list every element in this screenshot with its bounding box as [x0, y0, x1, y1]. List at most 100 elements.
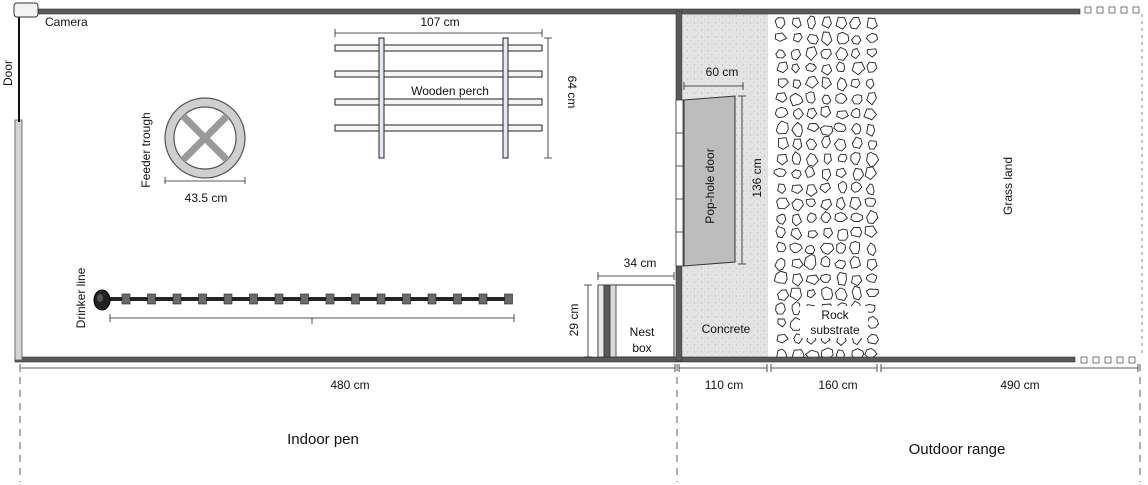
drinker-nipple — [402, 293, 411, 305]
drinker-dimension-line — [109, 314, 515, 324]
rock-stone — [792, 107, 804, 120]
rock-stone — [774, 17, 786, 30]
grass-dimension-line — [880, 364, 1139, 372]
concrete-dimension-line — [678, 364, 768, 372]
nest-depth-line — [584, 284, 592, 358]
feeder-dimension: 43.5 cm — [185, 191, 228, 205]
drinker-nipple — [427, 293, 437, 305]
rock-stone — [820, 198, 833, 211]
drinker-nipple — [300, 293, 309, 305]
rock-stone — [776, 61, 789, 74]
drinker-nipple — [147, 293, 156, 305]
drinker-nipple — [504, 293, 513, 305]
drinker-nipple — [121, 293, 131, 305]
rock-stone — [821, 64, 833, 76]
rock-stone — [851, 136, 863, 149]
rock-stone — [851, 122, 862, 135]
rock-stone — [819, 182, 832, 194]
rock-width: 160 cm — [818, 378, 857, 392]
rock-stone — [805, 62, 817, 72]
top-wall-end-squares — [1084, 6, 1140, 14]
rock-stone — [821, 16, 832, 29]
perch-label: Wooden perch — [411, 84, 489, 98]
rock-stone — [835, 167, 847, 179]
rock-stone — [849, 255, 862, 269]
rock-stone — [837, 153, 848, 163]
rock-stone — [791, 121, 803, 137]
wooden-perch-icon — [334, 37, 543, 159]
rock-stone — [866, 209, 879, 224]
rock-stone — [850, 78, 861, 89]
rock-stone — [866, 48, 878, 58]
rock-stone — [778, 78, 790, 89]
rock-stone — [866, 315, 880, 329]
rock-stone — [805, 198, 816, 208]
drinker-nipple — [376, 293, 386, 305]
rock-stone — [865, 78, 875, 90]
camera-label: Camera — [45, 15, 88, 29]
rock-stone — [773, 270, 788, 284]
rock-stone — [850, 227, 863, 238]
indoor-pen-label: Indoor pen — [287, 431, 359, 448]
nest-box-icon — [597, 284, 675, 358]
rock-stone — [835, 287, 848, 302]
door-label: Door — [1, 60, 15, 86]
rock-stone — [789, 287, 803, 302]
rock-stone — [790, 49, 802, 61]
drinker-nipple — [223, 293, 233, 305]
rock-stone — [865, 32, 879, 43]
rock-stone — [864, 348, 878, 359]
rock-stone — [821, 31, 833, 47]
rock-stone — [849, 197, 862, 211]
rock-stone — [774, 32, 788, 42]
rock-stone — [804, 165, 816, 178]
rock-stone — [837, 77, 848, 92]
rock-stone — [834, 212, 848, 222]
rock-stone — [791, 17, 802, 29]
rock-stone — [823, 153, 832, 165]
rock-stone — [850, 181, 863, 193]
indoor-width: 480 cm — [330, 378, 369, 392]
rock-stone — [819, 273, 831, 283]
indoor-dimension-line — [19, 364, 676, 372]
drinker-line-label: Drinker line — [74, 267, 88, 328]
rock-stone — [821, 76, 832, 90]
rock-stone — [776, 197, 790, 210]
rock-stone — [821, 94, 832, 105]
rock-stone — [851, 61, 866, 76]
rock-stone — [803, 253, 817, 270]
rock-label-backdrop — [800, 306, 868, 338]
rock-stone — [805, 274, 820, 286]
rock-stone — [789, 242, 803, 254]
rock-stone — [851, 35, 862, 45]
rock-stone — [775, 120, 789, 135]
rock-stone — [820, 211, 832, 223]
rock-stone — [792, 273, 804, 287]
rock-stone — [836, 31, 850, 45]
rock-stone — [777, 137, 790, 150]
rock-stone — [806, 289, 816, 299]
feeder-dimension-line — [164, 177, 246, 184]
rock-stone — [804, 75, 819, 89]
rock-stone — [819, 242, 835, 256]
drinker-nipple — [198, 293, 207, 305]
rock-stone — [835, 92, 848, 104]
rock-stone — [865, 288, 879, 298]
pophole-width-line — [683, 82, 744, 90]
drinker-nipple — [249, 293, 258, 305]
rock-stone — [851, 94, 863, 105]
rock-stone — [864, 197, 877, 207]
nest-width-line — [597, 272, 675, 280]
pophole-height: 136 cm — [750, 158, 764, 197]
rock-stone — [822, 168, 832, 182]
rock-stone — [805, 184, 818, 197]
camera-icon — [13, 2, 39, 18]
pophole-door-icon — [675, 95, 736, 267]
pophole-height-line — [738, 95, 746, 265]
rock-stone — [820, 105, 832, 118]
perch-depth-line — [544, 37, 552, 159]
concrete-label: Concrete — [702, 322, 751, 336]
rock-stone — [777, 183, 787, 195]
